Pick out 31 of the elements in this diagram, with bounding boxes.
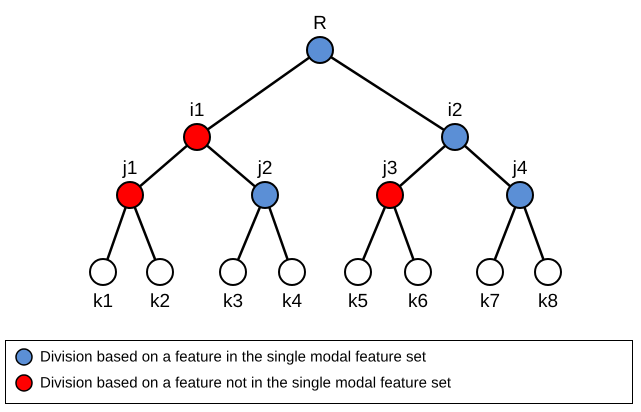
connector-line: [236, 206, 262, 260]
node-label: k8: [536, 292, 560, 311]
connector-line: [134, 206, 156, 260]
node-label: k4: [280, 292, 304, 311]
connector-line: [330, 56, 445, 132]
node-label: i1: [188, 101, 206, 120]
connector-line: [139, 144, 188, 188]
connector-line: [523, 206, 545, 260]
connector-line: [206, 56, 310, 131]
node-label: k1: [92, 292, 114, 311]
node-label: j1: [121, 159, 138, 178]
node-label: j4: [511, 159, 528, 178]
legend-text: Division based on a feature not in the single modal feature set: [40, 374, 452, 392]
node-label: k2: [148, 292, 172, 311]
node-label: j3: [381, 159, 398, 178]
connector-line: [268, 206, 289, 260]
node-label: k5: [346, 292, 370, 311]
legend-text: Division based on a feature in the single modal feature set: [40, 348, 426, 366]
node-label: R: [312, 14, 328, 33]
connector-line: [393, 206, 415, 260]
connector-line: [464, 144, 512, 188]
node-label: k3: [222, 292, 244, 311]
connector-line: [206, 144, 256, 188]
node-label: i2: [446, 101, 464, 120]
connector-line: [362, 206, 386, 260]
node-label: j2: [256, 159, 274, 178]
node-label: k6: [406, 292, 430, 311]
node-label: k7: [478, 292, 502, 311]
connector-line: [106, 206, 127, 260]
connector-line: [494, 206, 516, 260]
connector-line: [398, 144, 446, 188]
